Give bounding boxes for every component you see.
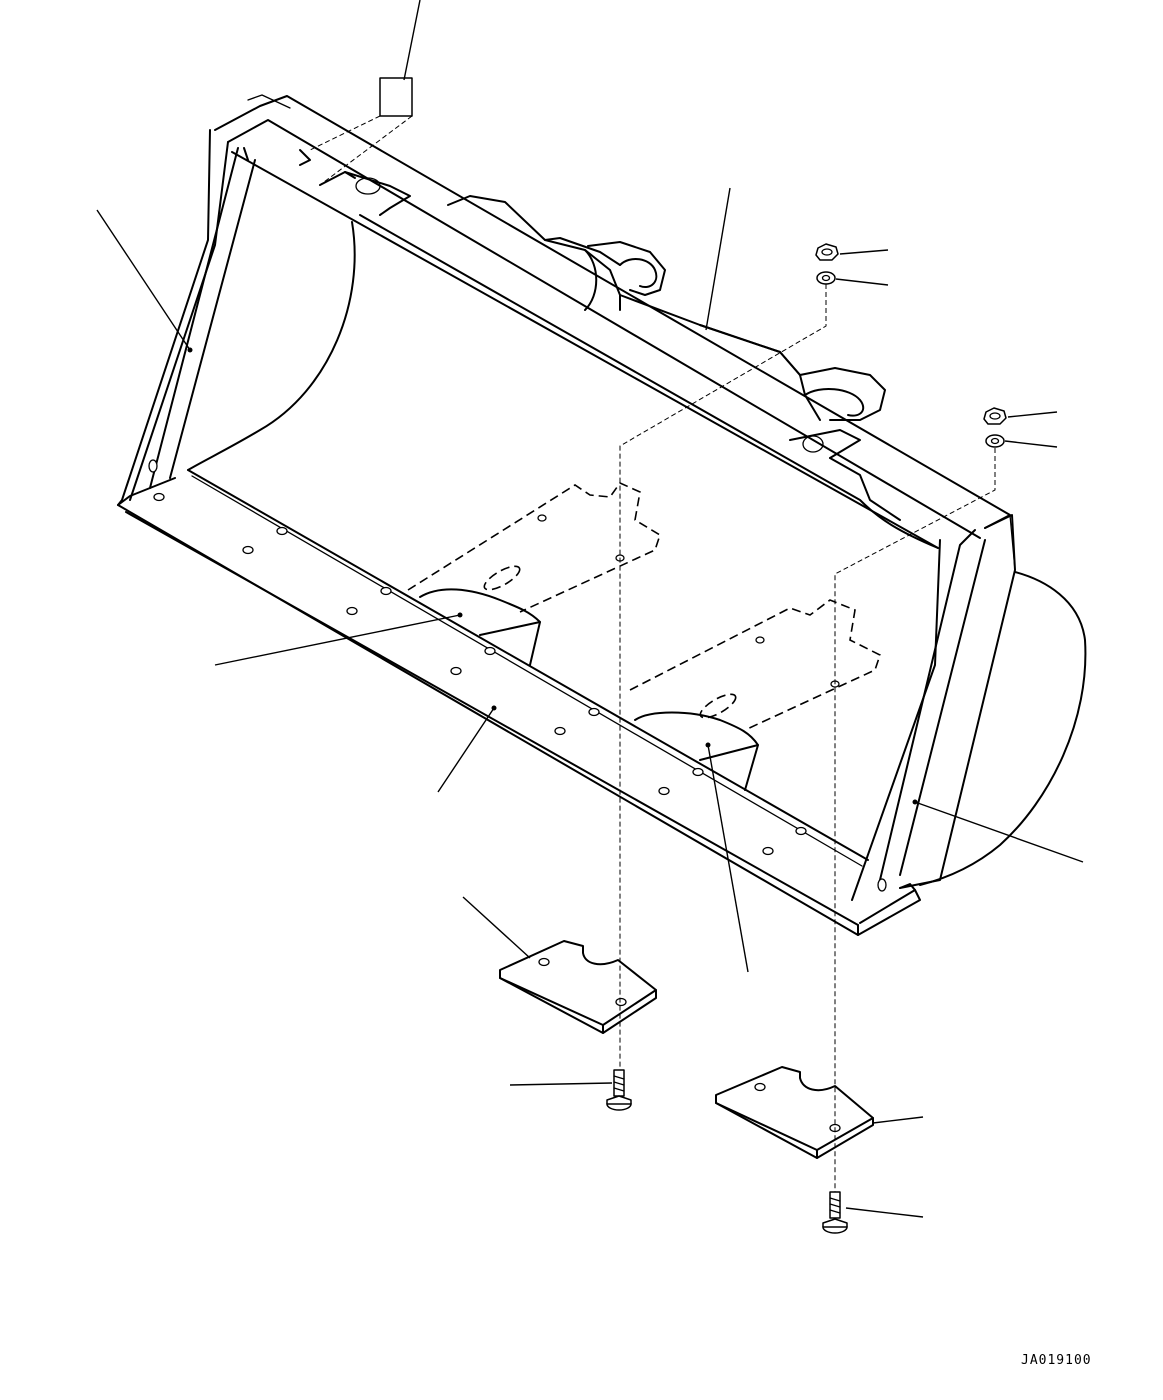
wear-plate-right [629,599,881,791]
assembly-center-lines [309,115,996,1192]
bucket-body [117,94,1087,936]
leader-lines [96,0,1084,1218]
decal-plate [379,77,413,117]
nut-1 [815,243,839,261]
washer-2 [985,434,1005,448]
cutting-edge-bolt-holes [148,459,887,892]
drawing-code-label: JA019100 [1021,1353,1092,1368]
bolt-1 [606,1069,632,1111]
bolt-2 [822,1191,848,1234]
nut-2 [983,407,1007,425]
wear-plate-left [407,482,661,666]
shim-plate-2 [715,1066,874,1159]
shim-plate-1 [499,940,657,1034]
washer-1 [816,271,836,285]
